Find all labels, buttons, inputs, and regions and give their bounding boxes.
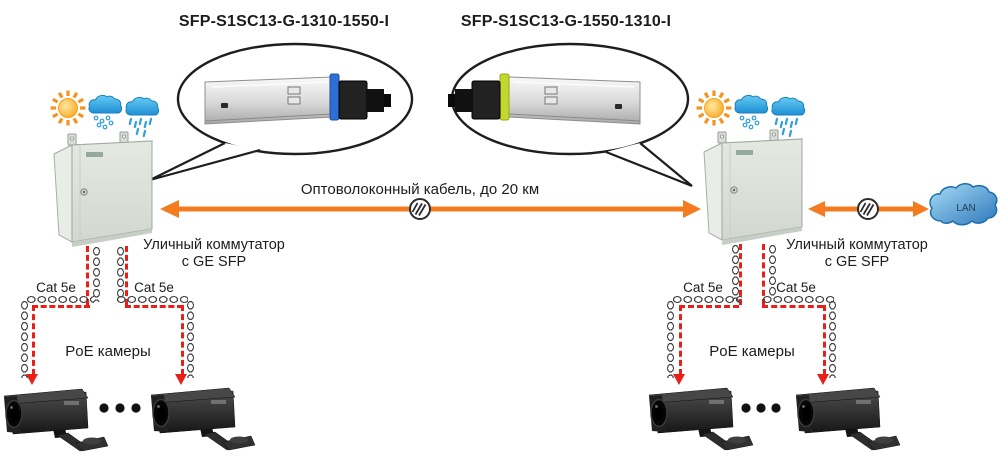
cable-c-drop1 [739, 244, 742, 305]
poe-camera-4 [795, 387, 901, 451]
cable-d-arrow [817, 374, 829, 385]
cable-a-run [32, 305, 90, 308]
cable-b-pair2 [116, 295, 188, 304]
cable-c-pair3 [666, 300, 675, 378]
sfp-module-1550-icon [448, 73, 641, 125]
cable-d-pair3 [828, 300, 837, 378]
sfp-module-1310-icon [204, 73, 391, 125]
poe-camera-2 [150, 387, 256, 451]
sfp-label-left: SFP-S1SC13-G-1310-1550-I [178, 13, 390, 30]
cat5e-label-2: Cat 5e [134, 280, 174, 295]
poe-cameras-label-left: PoE камеры [65, 343, 151, 360]
cable-b-drop1 [125, 246, 128, 305]
callout-bubble-right [448, 42, 693, 188]
lan-cloud-icon: LAN [929, 183, 998, 226]
cat5e-label-1: Cat 5e [36, 280, 76, 295]
switch-caption-left-line1: Уличный коммутатор [143, 237, 285, 253]
outdoor-cabinet-left [53, 131, 153, 248]
switch-caption-right-line1: Уличный коммутатор [786, 237, 928, 253]
cable-a-drop2 [32, 305, 35, 375]
switch-caption-right-line2: с GE SFP [824, 254, 890, 270]
cable-b-pair1 [116, 246, 125, 298]
poe-cameras-label-right: PoE камеры [709, 343, 795, 360]
cable-a-pair2 [26, 295, 94, 304]
cable-a-arrow [26, 374, 38, 385]
more-cameras-dots-right [741, 403, 781, 413]
fiber-link-label: Оптоволоконный кабель, до 20 км [300, 181, 540, 198]
cable-b-run [125, 305, 183, 308]
weather-icons-right [694, 88, 807, 138]
cable-c-drop2 [679, 305, 682, 375]
weather-icons-left [48, 88, 161, 138]
cat5e-label-4: Cat 5e [776, 280, 816, 295]
fiber-joint-icon [409, 198, 431, 220]
sfp-label-right: SFP-S1SC13-G-1550-1310-I [460, 13, 672, 30]
cable-d-drop1 [762, 244, 765, 305]
cable-d-pair1 [768, 244, 777, 296]
switch-caption-left: Уличный коммутатор с GE SFP [114, 237, 314, 271]
switch-caption-right: Уличный коммутатор с GE SFP [757, 237, 957, 271]
cable-c-pair1 [731, 244, 740, 302]
cable-c-arrow [673, 374, 685, 385]
lan-label: LAN [956, 203, 975, 214]
poe-camera-1 [3, 388, 109, 452]
cable-c-run [679, 305, 739, 308]
fiber-joint-icon-2 [857, 198, 879, 220]
poe-camera-3 [648, 387, 754, 451]
callout-bubble-left [149, 42, 414, 182]
cable-b-drop2 [181, 305, 184, 375]
cable-b-arrow [175, 374, 187, 385]
cable-a-pair1 [92, 246, 101, 302]
cable-a-pair3 [20, 300, 29, 378]
more-cameras-dots-left [99, 403, 141, 413]
cable-d-run [762, 305, 823, 308]
cable-a-drop1 [86, 246, 89, 305]
cable-d-pair2 [762, 295, 834, 304]
cable-c-pair2 [672, 295, 742, 304]
fiber-link-arrow [160, 200, 701, 218]
switch-caption-left-line2: с GE SFP [181, 254, 247, 270]
outdoor-cabinet-right [703, 129, 803, 246]
cat5e-label-3: Cat 5e [683, 280, 723, 295]
cable-d-drop2 [823, 305, 826, 375]
cable-b-pair3 [186, 300, 195, 378]
